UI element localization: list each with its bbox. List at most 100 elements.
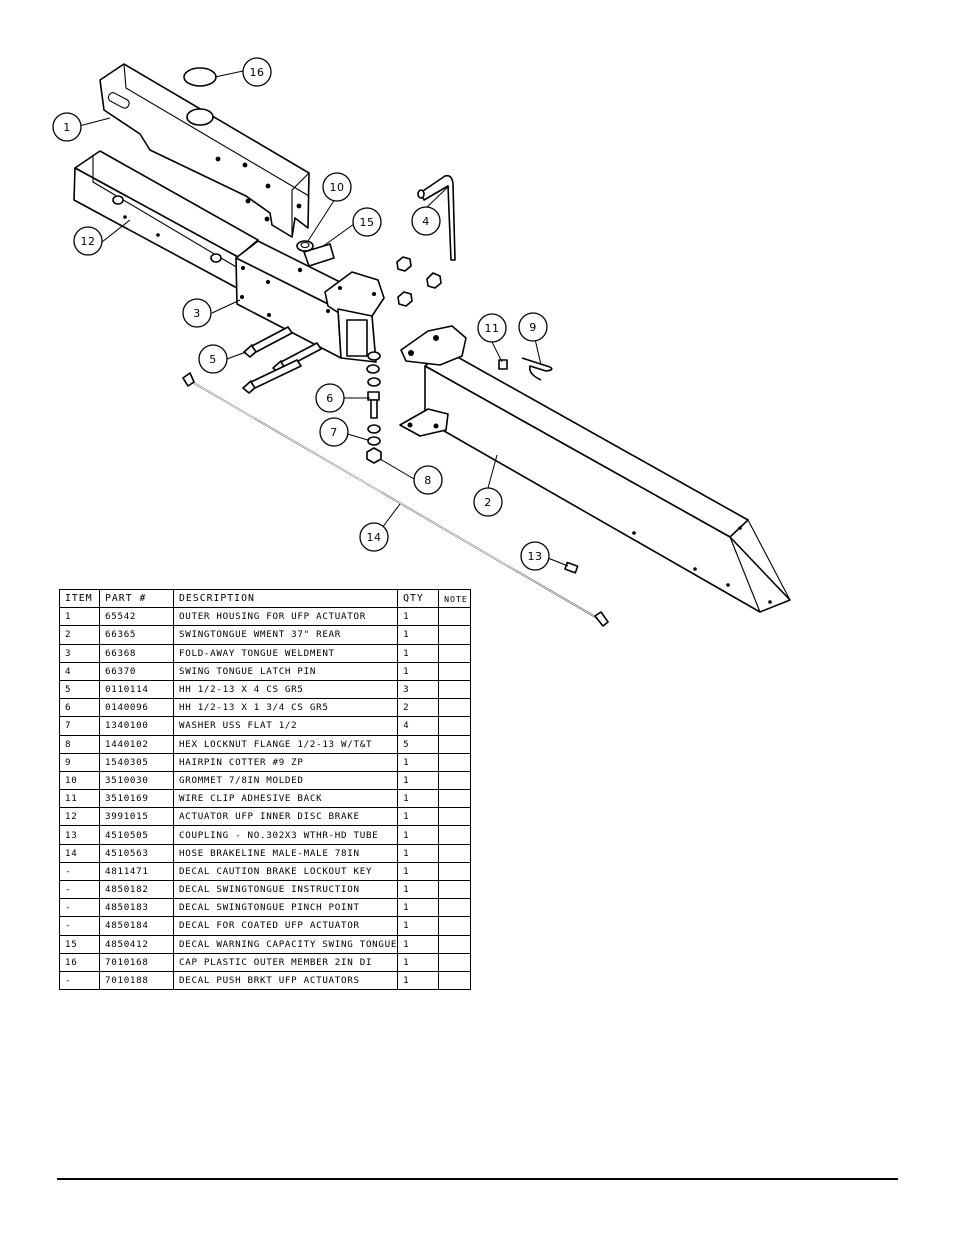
cell-note	[438, 952, 472, 972]
cell-qty: 1	[397, 934, 440, 954]
cell-item: 12	[59, 807, 100, 827]
cell-item: 14	[59, 843, 100, 863]
footer-rule	[57, 1178, 898, 1180]
brake-hose-part	[182, 372, 609, 627]
cell-description: COUPLING - NO.302X3 WTHR-HD TUBE	[172, 825, 399, 845]
cell-qty: 1	[397, 898, 440, 918]
balloon-item-15: 15	[352, 207, 382, 237]
cell-qty: 1	[397, 861, 440, 882]
cell-description: FOLD-AWAY TONGUE WELDMENT	[172, 643, 399, 663]
long-bolt-group	[242, 326, 322, 394]
locknut-group	[396, 256, 442, 307]
header-note: NOTE	[438, 588, 472, 609]
cell-description: HOSE BRAKELINE MALE-MALE 78IN	[172, 843, 399, 863]
cell-description: OUTER HOUSING FOR UFP ACTUATOR	[172, 607, 399, 627]
coupling-part	[564, 561, 579, 574]
cell-part-number: 1340100	[99, 716, 174, 736]
cell-description: DECAL SWINGTONGUE PINCH POINT	[172, 898, 399, 918]
balloon-item-13: 13	[520, 541, 550, 571]
cell-part-number: 4850412	[99, 934, 174, 954]
cell-item: 10	[59, 770, 100, 791]
balloon-item-2: 2	[473, 487, 503, 517]
cell-qty: 1	[397, 789, 440, 809]
cell-item: -	[59, 916, 100, 936]
cell-qty: 1	[397, 661, 440, 681]
svg-text:11: 11	[485, 322, 500, 335]
plastic-cap-part	[183, 67, 217, 87]
cell-note	[438, 679, 472, 700]
svg-text:16: 16	[250, 66, 265, 79]
cell-description: DECAL CAUTION BRAKE LOCKOUT KEY	[172, 861, 399, 882]
cell-note	[438, 661, 472, 681]
cell-part-number: 7010188	[99, 970, 174, 991]
cell-description: HAIRPIN COTTER #9 ZP	[172, 752, 399, 772]
balloon-item-7: 7	[319, 417, 349, 447]
cell-qty: 1	[397, 843, 440, 863]
svg-text:10: 10	[330, 181, 345, 194]
svg-text:13: 13	[528, 550, 543, 563]
svg-text:2: 2	[484, 496, 492, 509]
cell-part-number: 4850184	[99, 916, 174, 936]
svg-text:14: 14	[367, 531, 382, 544]
cell-part-number: 3991015	[99, 807, 174, 827]
balloon-item-14: 14	[359, 522, 389, 552]
cell-description: DECAL PUSH BRKT UFP ACTUATORS	[172, 970, 399, 991]
cell-note	[438, 770, 472, 791]
warning-decal-part	[303, 243, 335, 267]
cell-note	[438, 898, 472, 918]
svg-text:7: 7	[330, 426, 338, 439]
cell-description: SWING TONGUE LATCH PIN	[172, 661, 399, 681]
cell-note	[438, 970, 472, 991]
cell-note	[438, 698, 472, 718]
cell-part-number: 66368	[99, 643, 174, 663]
cell-note	[438, 807, 472, 827]
cell-note	[438, 916, 472, 936]
balloon-item-11: 11	[477, 313, 507, 343]
balloon-item-1: 1	[52, 112, 82, 142]
cell-note	[438, 752, 472, 772]
cell-part-number: 1540305	[99, 752, 174, 772]
cell-qty: 1	[397, 770, 440, 791]
cell-note	[438, 934, 472, 954]
svg-text:12: 12	[81, 235, 96, 248]
cell-qty: 5	[397, 734, 440, 754]
cell-description: WIRE CLIP ADHESIVE BACK	[172, 789, 399, 809]
cell-item: 15	[59, 934, 100, 954]
cell-item: 8	[59, 734, 100, 754]
cell-note	[438, 843, 472, 863]
balloon-item-3: 3	[182, 298, 212, 328]
header-description: DESCRIPTION	[172, 588, 399, 609]
balloon-item-6: 6	[315, 383, 345, 413]
svg-text:3: 3	[193, 307, 201, 320]
svg-text:6: 6	[326, 392, 334, 405]
cell-note	[438, 861, 472, 882]
cell-description: HH 1/2-13 X 4 CS GR5	[172, 679, 399, 700]
cell-item: 4	[59, 661, 100, 681]
cell-part-number: 66365	[99, 625, 174, 645]
cell-description: DECAL SWINGTONGUE INSTRUCTION	[172, 879, 399, 900]
cell-item: 3	[59, 643, 100, 663]
cell-note	[438, 825, 472, 845]
balloon-item-10: 10	[322, 172, 352, 202]
cell-description: DECAL FOR COATED UFP ACTUATOR	[172, 916, 399, 936]
outer-housing-part	[99, 63, 310, 238]
cell-qty: 1	[397, 752, 440, 772]
svg-text:15: 15	[360, 216, 375, 229]
svg-text:8: 8	[424, 474, 432, 487]
cell-part-number: 4850183	[99, 898, 174, 918]
cell-part-number: 4510505	[99, 825, 174, 845]
